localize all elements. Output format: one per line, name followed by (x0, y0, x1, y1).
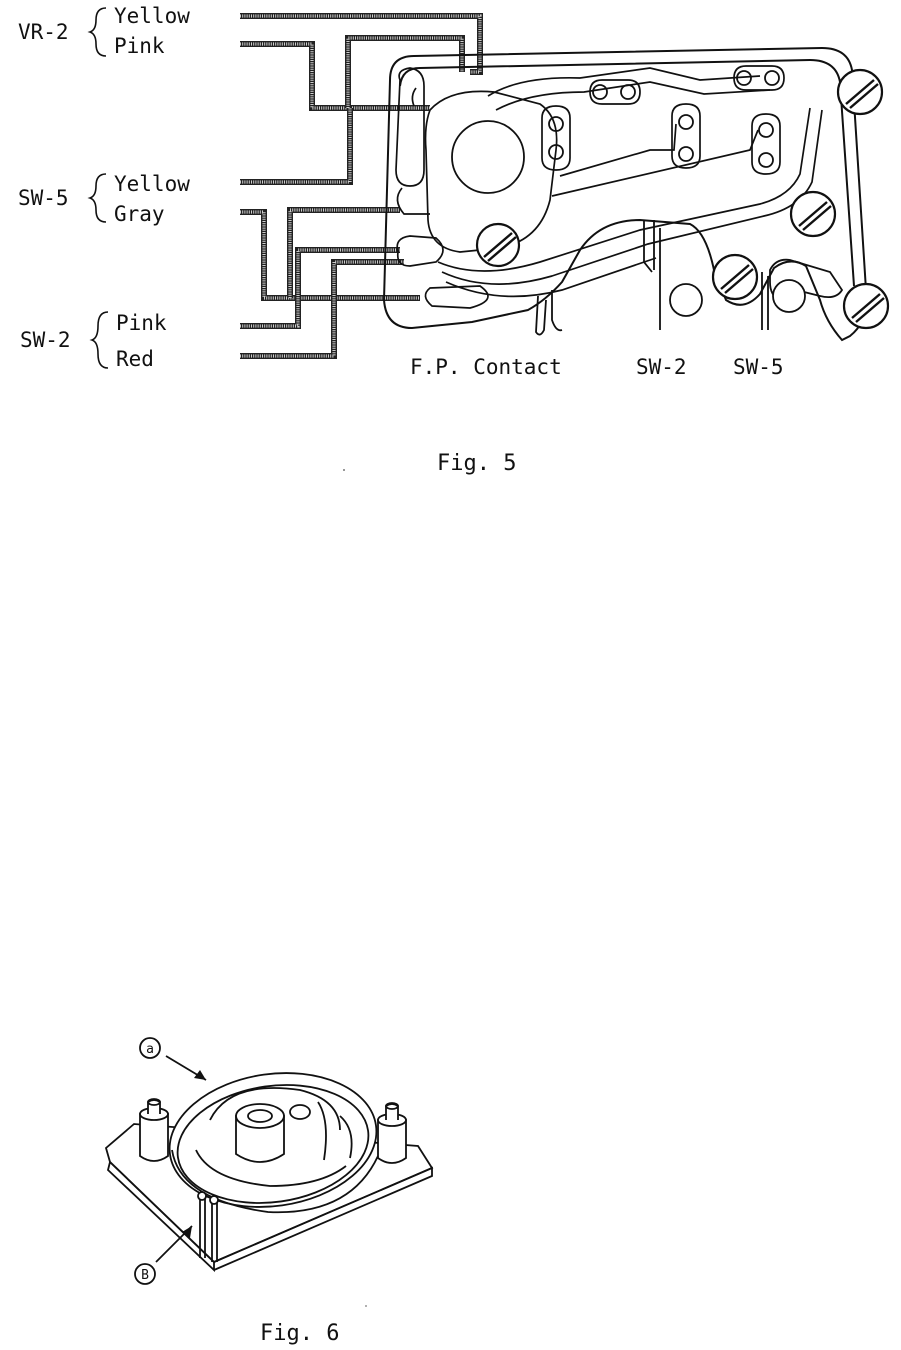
group-label-vr2: VR-2 (18, 20, 69, 44)
label-fp-contact: F.P. Contact (410, 355, 562, 379)
wire-label-sw5-gray: Gray (114, 202, 165, 226)
label-sw5: SW-5 (733, 355, 784, 379)
post-right (377, 1119, 407, 1164)
wire-label-vr2-yellow: Yellow (114, 4, 190, 28)
wire-label-sw2-pink: Pink (116, 311, 167, 335)
board-inner-edge (399, 58, 855, 287)
sw2-contact-arm (643, 220, 653, 273)
speck (343, 469, 345, 471)
contact-holes (411, 65, 785, 175)
screws (475, 68, 890, 330)
center-pad (424, 90, 558, 253)
center-hole (451, 120, 525, 194)
speck-2 (365, 1305, 367, 1307)
board-bottom-labels: F.P. Contact SW-2 SW-5 (410, 355, 784, 379)
brace-sw5 (87, 173, 107, 223)
wire-harness (240, 13, 483, 359)
sw5-roller (772, 279, 806, 313)
pad-left-lower (396, 235, 444, 267)
fp-contact-1 (535, 295, 547, 336)
callout-circle-b (134, 1263, 156, 1285)
callout-b: B (141, 1268, 149, 1283)
wire-vr2-pink (240, 41, 430, 111)
wire-label-sw2-red: Red (116, 347, 154, 371)
fig6-caption: Fig. 6 (260, 1321, 339, 1346)
wire-vr2-yellow (240, 13, 483, 75)
sw2-roller (669, 283, 703, 317)
post-left (139, 1113, 169, 1162)
wire-label-sw5-yellow: Yellow (114, 172, 190, 196)
wire-label-group-sw2: SW-2 Pink Red (20, 311, 167, 371)
board-outline (382, 46, 868, 342)
trace-top-1 (487, 67, 761, 97)
group-label-sw5: SW-5 (18, 186, 69, 210)
trace-mid-2 (551, 129, 759, 197)
ring-a-lower-band (171, 1149, 379, 1214)
sw5-lever (769, 258, 844, 302)
contact-spring (209, 1087, 341, 1131)
wire-label-vr2-pink: Pink (114, 34, 165, 58)
pad-left-bottom (424, 285, 489, 309)
callout-a: a (146, 1042, 154, 1057)
wire-label-group-vr2: VR-2 Yellow Pink (18, 4, 190, 58)
callout-circle-a (139, 1037, 161, 1059)
wire-sw5-gray (240, 209, 420, 301)
pad-left-upper (395, 67, 425, 187)
trace-top-2 (495, 81, 771, 111)
trace-3 (445, 257, 657, 298)
brace-vr2 (87, 7, 107, 57)
wire-label-group-sw5: SW-5 Yellow Gray (18, 172, 190, 226)
group-label-sw2: SW-2 (20, 328, 71, 352)
center-boss (235, 1115, 285, 1163)
trace-mid (559, 123, 677, 177)
fp-contact-2 (551, 290, 563, 332)
circuit-board (382, 46, 890, 342)
fig6-drawing: a B (104, 1037, 434, 1285)
wire-sw5-yellow (240, 108, 353, 185)
trace-1 (437, 107, 811, 272)
label-sw2: SW-2 (636, 355, 687, 379)
brace-sw2 (89, 311, 109, 369)
fig5-caption: Fig. 5 (437, 451, 516, 476)
pad-left-middle (396, 187, 430, 215)
